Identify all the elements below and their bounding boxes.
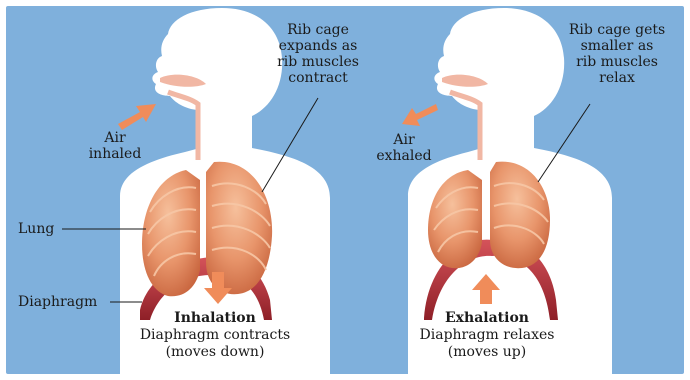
air-label-right-line1: Air xyxy=(364,132,444,148)
inhalation-desc: Diaphragm contracts xyxy=(110,327,320,343)
air-inhaled-label: Air inhaled xyxy=(78,130,152,162)
air-label-left-line2: inhaled xyxy=(78,146,152,162)
rib-label-left-line1: Rib cage xyxy=(268,22,368,38)
air-label-right-line2: exhaled xyxy=(364,148,444,164)
exhalation-desc2: (moves up) xyxy=(412,344,562,360)
diaphragm-label: Diaphragm xyxy=(18,294,97,310)
lung-label: Lung xyxy=(18,221,54,237)
rib-label-left-line4: contract xyxy=(268,70,368,86)
rib-label-right-line1: Rib cage gets xyxy=(552,22,682,38)
rib-label-left-line3: rib muscles xyxy=(268,54,368,70)
exhalation-title: Exhalation xyxy=(412,310,562,326)
air-inhaled-arrow xyxy=(118,104,156,130)
inhalation-desc2: (moves down) xyxy=(130,344,300,360)
air-exhaled-label: Air exhaled xyxy=(364,132,444,164)
exhalation-desc: Diaphragm relaxes xyxy=(392,327,582,343)
rib-cage-expands-label: Rib cage expands as rib muscles contract xyxy=(268,22,368,86)
rib-label-left-line2: expands as xyxy=(268,38,368,54)
air-label-left-line1: Air xyxy=(78,130,152,146)
rib-label-right-line4: relax xyxy=(552,70,682,86)
rib-cage-smaller-label: Rib cage gets smaller as rib muscles rel… xyxy=(552,22,682,86)
rib-label-right-line3: rib muscles xyxy=(552,54,682,70)
air-exhaled-arrow xyxy=(402,104,438,126)
rib-label-right-line2: smaller as xyxy=(552,38,682,54)
inhalation-title: Inhalation xyxy=(140,310,290,326)
